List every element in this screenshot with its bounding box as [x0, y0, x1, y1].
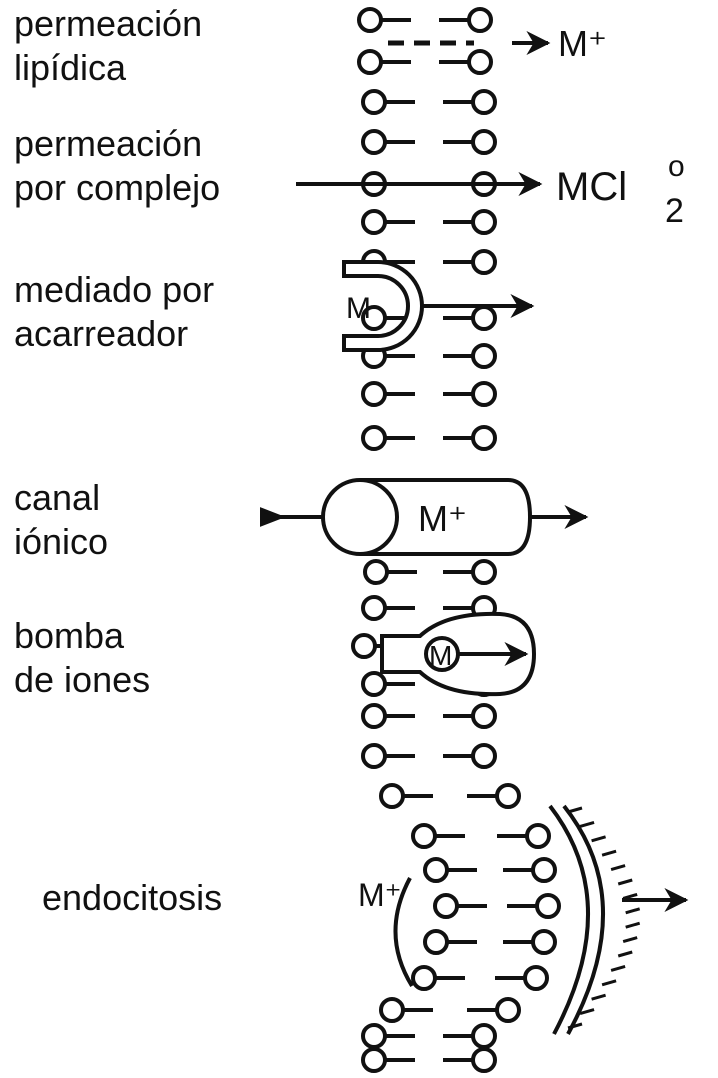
lipid-head-outer: [363, 131, 385, 153]
lipid-head-inner: [533, 859, 555, 881]
lipid-head-outer: [363, 1049, 385, 1071]
lipid-head-outer: [413, 967, 435, 989]
lipid-head-inner: [473, 307, 495, 329]
endocytosis-ion-label: M⁺: [358, 877, 402, 913]
lipid-head-outer: [425, 931, 447, 953]
lipid-head-outer: [363, 597, 385, 619]
clathrin-spike: [626, 909, 640, 913]
lipid-head-inner: [473, 131, 495, 153]
lipid-head-outer: [359, 51, 381, 73]
metal-ion-label-1: M⁺: [558, 23, 607, 64]
lipid-head-outer: [425, 859, 447, 881]
clathrin-spike: [623, 894, 637, 898]
lipid-head-outer: [381, 999, 403, 1021]
clathrin-spike: [611, 866, 625, 870]
lipid-head-outer: [363, 91, 385, 113]
clathrin-spike: [568, 808, 582, 812]
clathrin-spike: [602, 981, 616, 985]
lipid-head-inner: [473, 251, 495, 273]
lipid-head-inner: [473, 383, 495, 405]
lipid-head-outer: [359, 9, 381, 31]
lipid-head-outer: [363, 1025, 385, 1047]
lipid-head-inner: [473, 561, 495, 583]
lipid-head-outer: [353, 635, 375, 657]
clathrin-spike: [626, 923, 640, 927]
lipid-head-outer: [363, 383, 385, 405]
metal-complex-sup: o: [668, 150, 685, 183]
lipid-head-inner: [473, 427, 495, 449]
clathrin-spike: [580, 1010, 594, 1014]
lipid-head-outer: [381, 785, 403, 807]
lipid-head-outer: [365, 561, 387, 583]
lipid-head-inner: [533, 931, 555, 953]
lipid-head-inner: [469, 51, 491, 73]
lipid-head-inner: [525, 967, 547, 989]
lipid-head-inner: [537, 895, 559, 917]
lipid-head-outer: [413, 825, 435, 847]
lipid-head-inner: [473, 211, 495, 233]
clathrin-spike: [568, 1024, 582, 1028]
metal-complex-label: MCl 2 o: [556, 150, 685, 230]
endocytic-vesicle: M⁺: [358, 806, 686, 1034]
lipid-head-inner: [473, 91, 495, 113]
clathrin-spike: [618, 880, 632, 884]
lipid-head-inner: [469, 9, 491, 31]
channel-ion-label: M⁺: [418, 498, 467, 539]
lipid-head-inner: [473, 705, 495, 727]
ion-channel: M⁺: [262, 480, 586, 554]
lipid-head-inner: [473, 745, 495, 767]
clathrin-spike: [618, 952, 632, 956]
lipid-head-inner: [497, 999, 519, 1021]
lipid-head-outer: [363, 673, 385, 695]
lipid-head-inner: [497, 785, 519, 807]
lipid-head-inner: [473, 1049, 495, 1071]
clathrin-spike: [611, 966, 625, 970]
lipid-head-outer: [363, 427, 385, 449]
lipid-head-outer: [363, 705, 385, 727]
lipid-head-outer: [363, 211, 385, 233]
metal-complex-sub: 2: [665, 192, 684, 230]
lipid-head-inner: [473, 1025, 495, 1047]
pump-metal-label: M: [429, 640, 452, 671]
clathrin-spike: [580, 822, 594, 826]
clathrin-spike: [602, 851, 616, 855]
lipid-head-outer: [363, 745, 385, 767]
clathrin-spike: [592, 995, 606, 999]
lipid-head-inner: [527, 825, 549, 847]
lipid-head-inner: [473, 345, 495, 367]
clathrin-spike: [592, 837, 606, 841]
clathrin-spike: [623, 938, 637, 942]
lipid-head-outer: [435, 895, 457, 917]
metal-complex-base: MCl: [556, 165, 627, 209]
carrier-metal-label: M: [346, 292, 371, 325]
